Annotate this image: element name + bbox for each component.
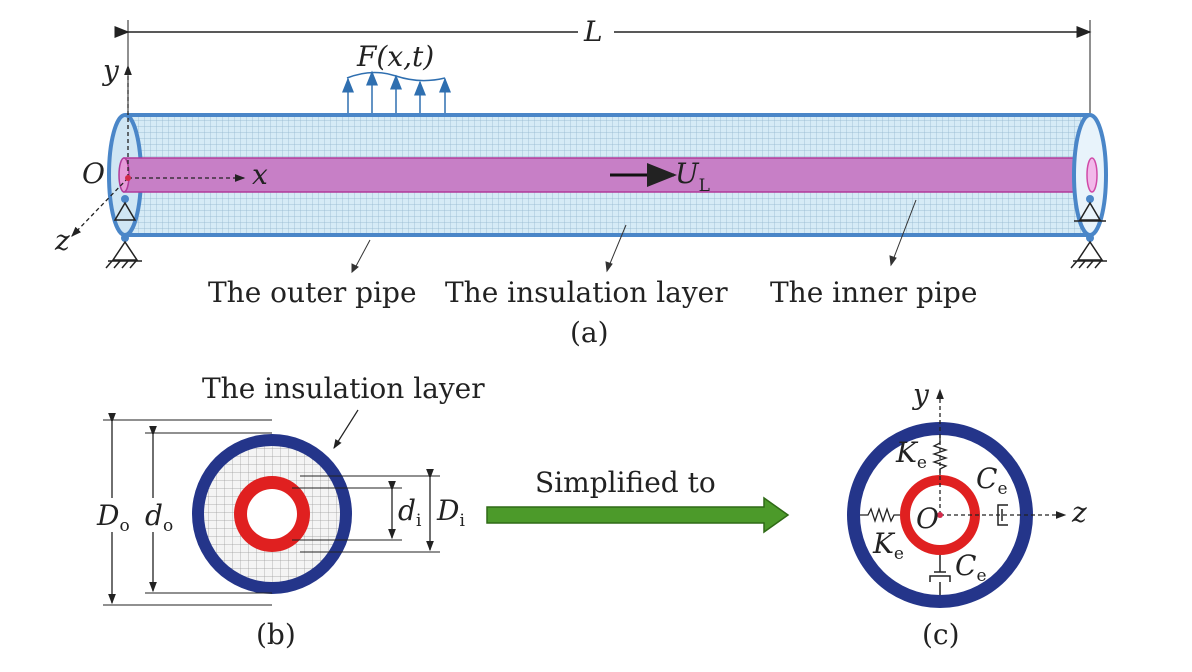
simplify-label: Simplified to (535, 466, 716, 499)
y-axis-label: y (101, 54, 120, 87)
x-axis-label: x (252, 158, 268, 191)
z-axis-label: z (54, 224, 70, 257)
simplify-arrow-group: Simplified to (486, 466, 790, 534)
length-label: L (583, 15, 603, 48)
origin-label: O (82, 157, 105, 190)
caption-b: (b) (256, 618, 296, 651)
inner-pipe-right-end (1086, 157, 1098, 193)
velocity-label: UL (675, 157, 710, 196)
dimension-extension-lines (103, 419, 440, 606)
force-label: F(x,t) (356, 40, 434, 73)
distributed-load-arrows (342, 70, 451, 113)
label-Ke-top: Ke (895, 436, 927, 473)
label-Do: Do (96, 499, 130, 536)
coordinate-axes (71, 64, 246, 237)
caption-a: (a) (570, 316, 609, 349)
leader-lines (351, 199, 917, 274)
caption-c: (c) (922, 618, 960, 651)
label-Ce-right: Ce (976, 462, 1008, 499)
origin-point (125, 175, 131, 181)
origin-point-c (937, 512, 943, 518)
insulation-leader (333, 409, 359, 450)
label-insulation-layer: The insulation layer (445, 276, 728, 309)
right-support-icon (1070, 195, 1107, 269)
insulation-title: The insulation layer (202, 372, 485, 405)
label-inner-pipe: The inner pipe (770, 276, 977, 309)
label-Ce-bottom: Ce (955, 549, 987, 586)
label-di: di (398, 494, 422, 531)
spring-left-icon (860, 506, 900, 524)
origin-label-c: O (916, 502, 939, 535)
label-Di: Di (436, 494, 465, 531)
inner-bore (247, 489, 297, 539)
panel-b: The insulation layer Do do di Di (95, 372, 485, 651)
panel-c: y z O Ke Ke Ce Ce (c) (847, 378, 1087, 651)
damper-bottom-icon (929, 555, 951, 595)
label-outer-pipe: The outer pipe (208, 276, 417, 309)
z-axis-label-c: z (1071, 496, 1087, 529)
damper-right-icon (997, 504, 1008, 526)
label-Ke-left: Ke (872, 527, 904, 564)
inner-pipe-left-end (118, 157, 130, 193)
simplify-arrow-icon (486, 496, 790, 534)
y-axis-label-c: y (911, 378, 930, 411)
spring-top-icon (931, 435, 949, 475)
label-do: do (145, 499, 173, 536)
left-support-icon (105, 195, 142, 269)
inner-pipe (123, 157, 1093, 193)
panel-a: L F(x,t) UL y x (54, 15, 1108, 349)
